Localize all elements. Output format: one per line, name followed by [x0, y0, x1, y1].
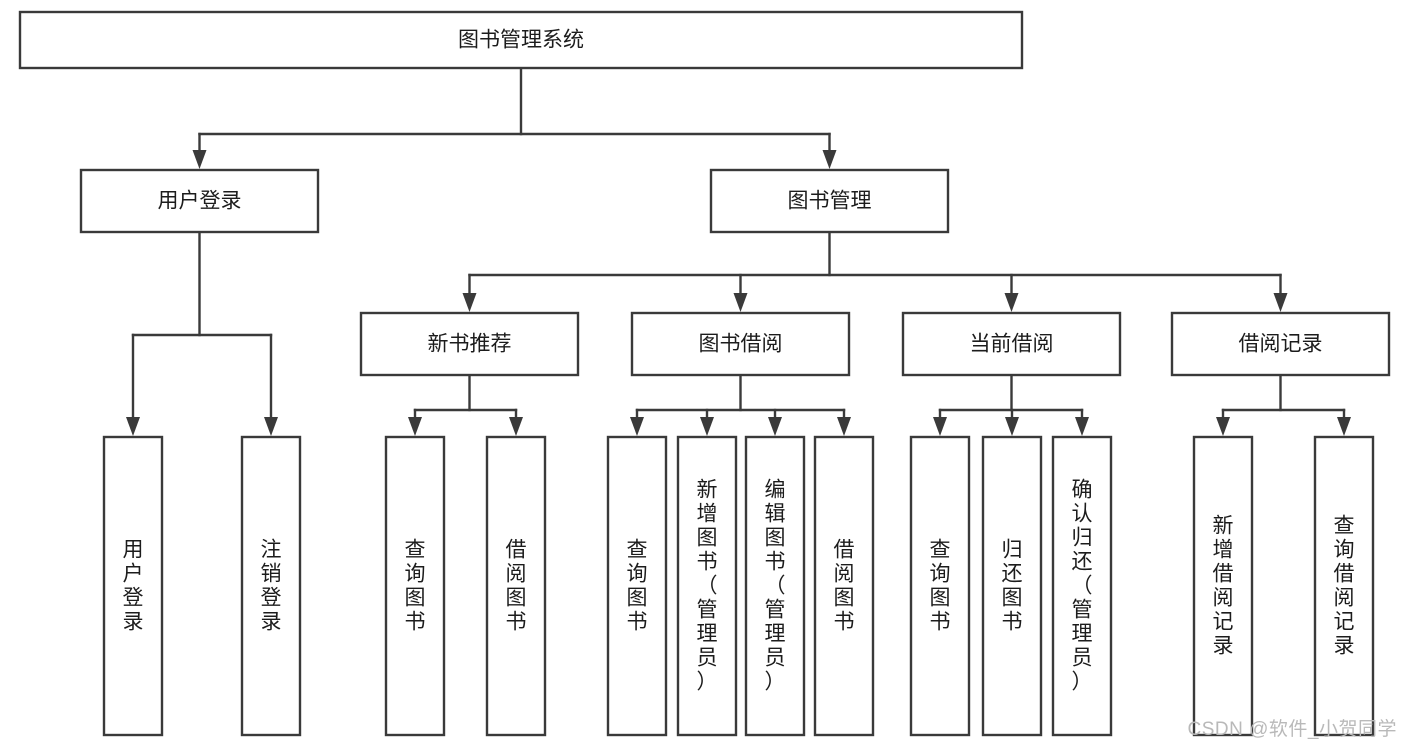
node-label: 查询图书: [930, 539, 951, 634]
node-label: 新书推荐: [428, 333, 512, 356]
connector-arrowhead: [822, 150, 837, 169]
node-leaf-编辑图书管理员[interactable]: 编辑图书（管理员）: [744, 435, 806, 737]
node-root-图书管理系统[interactable]: 图书管理系统: [18, 10, 1024, 70]
node-label: 查询图书: [405, 539, 426, 634]
node-l2-用户登录[interactable]: 用户登录: [79, 168, 320, 234]
connector-arrowhead: [1075, 417, 1089, 436]
node-label: 注销登录: [261, 539, 282, 634]
node-leaf-查询借阅记录[interactable]: 查询借阅记录: [1313, 435, 1375, 737]
node-leaf-注销登录[interactable]: 注销登录: [240, 435, 302, 737]
node-label: 查询图书: [627, 539, 648, 634]
node-label: 图书管理: [788, 190, 872, 213]
node-leaf-确认归还管理员[interactable]: 确认归还（管理员）: [1051, 435, 1113, 737]
node-label: 新增借阅记录: [1213, 515, 1234, 658]
node-box-rect: [813, 435, 875, 737]
connector-arrowhead: [933, 417, 947, 436]
connector-arrowhead: [700, 417, 714, 436]
connector-arrowhead: [509, 417, 523, 436]
node-label: 用户登录: [158, 190, 242, 213]
node-label: 查询借阅记录: [1334, 515, 1355, 658]
node-leaf-新增图书管理员[interactable]: 新增图书（管理员）: [676, 435, 738, 737]
node-box-rect: [485, 435, 547, 737]
node-leaf-查询图书[interactable]: 查询图书: [606, 435, 668, 737]
connector-arrowhead: [192, 150, 207, 169]
connector-arrowhead: [1004, 293, 1019, 312]
node-box-rect: [359, 311, 580, 377]
node-box-rect: [1170, 311, 1391, 377]
node-box-rect: [240, 435, 302, 737]
node-label: 确认归还（管理员）: [1072, 479, 1093, 694]
connector-arrowhead: [1273, 293, 1288, 312]
node-leaf-借阅图书[interactable]: 借阅图书: [485, 435, 547, 737]
connector-arrowhead: [1337, 417, 1351, 436]
node-box-rect: [909, 435, 971, 737]
node-layer: 图书管理系统用户登录图书管理新书推荐图书借阅当前借阅借阅记录用户登录注销登录查询…: [18, 10, 1391, 737]
node-label: 编辑图书（管理员）: [765, 479, 786, 694]
node-box-rect: [1051, 435, 1113, 737]
node-label: 图书借阅: [699, 333, 783, 356]
node-label: 用户登录: [123, 539, 144, 634]
connector-layer: [126, 66, 1351, 436]
node-leaf-用户登录[interactable]: 用户登录: [102, 435, 164, 737]
node-box-rect: [1192, 435, 1254, 737]
node-label: 图书管理系统: [458, 29, 584, 52]
connector-arrowhead: [837, 417, 851, 436]
node-leaf-查询图书[interactable]: 查询图书: [384, 435, 446, 737]
connector-arrowhead: [768, 417, 782, 436]
node-box-rect: [981, 435, 1043, 737]
csdn-watermark: CSDN @软件_小贺同学: [1187, 719, 1397, 740]
node-box-rect: [384, 435, 446, 737]
node-l3-图书借阅[interactable]: 图书借阅: [630, 311, 851, 377]
node-leaf-归还图书[interactable]: 归还图书: [981, 435, 1043, 737]
node-box-rect: [79, 168, 320, 234]
connector-arrowhead: [630, 417, 644, 436]
node-box-rect: [676, 435, 738, 737]
connector-arrowhead: [462, 293, 477, 312]
node-leaf-借阅图书[interactable]: 借阅图书: [813, 435, 875, 737]
connector-arrowhead: [126, 417, 140, 436]
node-l3-当前借阅[interactable]: 当前借阅: [901, 311, 1122, 377]
node-box-rect: [709, 168, 950, 234]
node-box-rect: [18, 10, 1024, 70]
node-box-rect: [630, 311, 851, 377]
node-box-rect: [744, 435, 806, 737]
connector-arrowhead: [264, 417, 278, 436]
node-l3-借阅记录[interactable]: 借阅记录: [1170, 311, 1391, 377]
node-l3-新书推荐[interactable]: 新书推荐: [359, 311, 580, 377]
connector-arrowhead: [733, 293, 748, 312]
node-label: 新增图书（管理员）: [697, 479, 718, 694]
node-label: 借阅图书: [834, 539, 855, 634]
node-box-rect: [901, 311, 1122, 377]
node-l2-图书管理[interactable]: 图书管理: [709, 168, 950, 234]
node-box-rect: [606, 435, 668, 737]
node-label: 借阅记录: [1239, 333, 1323, 356]
node-leaf-查询图书[interactable]: 查询图书: [909, 435, 971, 737]
node-box-rect: [102, 435, 164, 737]
node-label: 当前借阅: [970, 333, 1054, 356]
node-box-rect: [1313, 435, 1375, 737]
connector-arrowhead: [1216, 417, 1230, 436]
connector-arrowhead: [1005, 417, 1019, 436]
connector-arrowhead: [408, 417, 422, 436]
node-label: 借阅图书: [506, 539, 527, 634]
node-leaf-新增借阅记录[interactable]: 新增借阅记录: [1192, 435, 1254, 737]
node-label: 归还图书: [1002, 539, 1023, 634]
